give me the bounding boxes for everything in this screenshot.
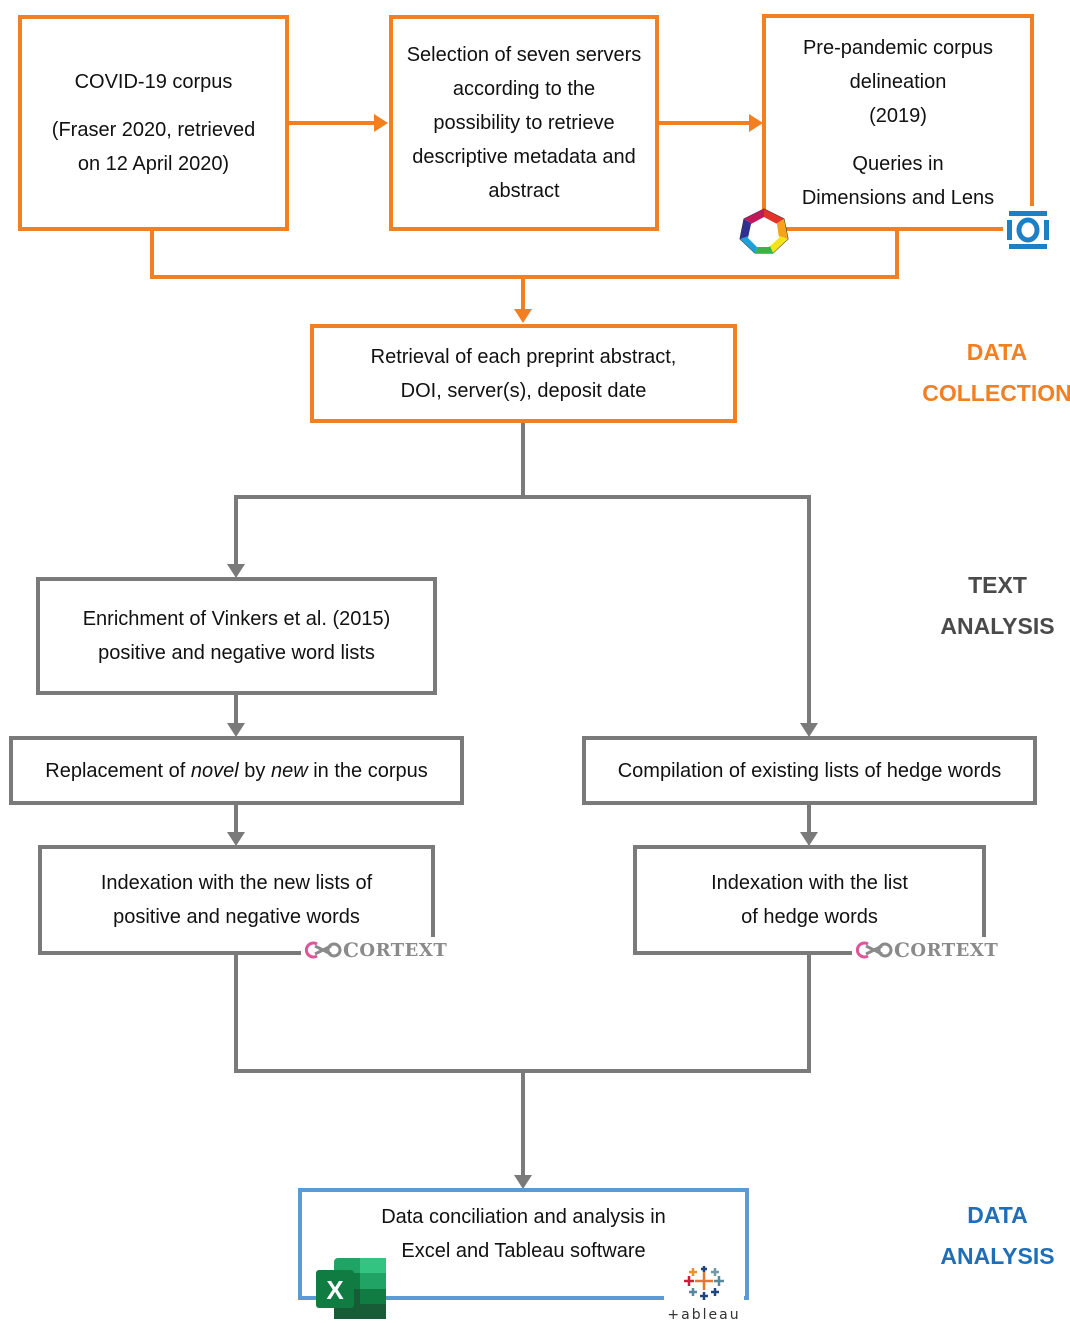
data-analysis-line-1: DATA [967, 1202, 1028, 1228]
data-collection-line-1: DATA [966, 339, 1028, 365]
enrichment-box: Enrichment of Vinkers et al. (2015) posi… [36, 577, 437, 695]
prepandemic-line-1: Pre-pandemic corpus [802, 36, 994, 59]
indexation-hedge-line-2: of hedge words [741, 906, 878, 928]
dimensions-logo-icon [739, 208, 789, 254]
split-line-right [523, 495, 811, 726]
replacement-pre: Replacement of [45, 759, 191, 782]
selection-line-3: possibility to retrieve [433, 112, 615, 134]
cortext-infinity-icon [855, 941, 893, 959]
replacement-box: Replacement of novel by new in the corpu… [9, 736, 464, 805]
cortext-rest: ORTEXT [359, 939, 448, 961]
data-collection-label: DATA COLLECTION [922, 332, 1070, 414]
indexation-hedge-line-1: Indexation with the list [711, 872, 908, 894]
covid-corpus-title: COVID-19 corpus [74, 71, 233, 93]
replacement-novel: novel [190, 759, 239, 782]
cortext-rest: ORTEXT [910, 939, 999, 961]
replacement-post: in the corpus [307, 759, 428, 782]
selection-line-4: descriptive metadata and [412, 146, 636, 168]
retrieval-line-2: DOI, server(s), deposit date [400, 379, 647, 402]
selection-line-5: abstract [488, 180, 560, 202]
excel-logo-icon: X [316, 1258, 386, 1319]
prepandemic-line-4: Queries in [852, 152, 944, 175]
retrieval-line-1: Retrieval of each preprint abstract, [370, 345, 677, 368]
tableau-cross-icon [684, 1266, 724, 1300]
server-selection-box: Selection of seven servers according to … [389, 15, 659, 231]
cortext-infinity-icon [304, 941, 342, 959]
indexation-hedge-box: Indexation with the list of hedge words [633, 845, 986, 955]
tableau-logo-icon: +ableau [664, 1264, 744, 1323]
data-analysis-label: DATA ANALYSIS [925, 1195, 1070, 1277]
covid-corpus-date: on 12 April 2020) [77, 153, 230, 175]
text-analysis-label: TEXT ANALYSIS [925, 565, 1070, 647]
retrieval-box: Retrieval of each preprint abstract, DOI… [310, 324, 737, 423]
data-collection-line-2: COLLECTION [922, 380, 1070, 406]
lens-logo-icon [1003, 206, 1053, 254]
enrichment-line-2: positive and negative word lists [98, 642, 375, 664]
selection-line-2: according to the [452, 78, 596, 100]
prepandemic-corpus-box: Pre-pandemic corpus delineation (2019) Q… [762, 14, 1034, 231]
merge-line-bottom [234, 953, 811, 1073]
tableau-wordmark: +ableau [667, 1307, 741, 1323]
cortext-c: C [343, 938, 360, 962]
indexation-positive-negative-box: Indexation with the new lists of positiv… [38, 845, 435, 955]
split-line [234, 422, 525, 565]
indexation-pn-line-1: Indexation with the new lists of [100, 872, 373, 894]
replacement-mid: by [238, 759, 271, 782]
conciliation-line-2: Excel and Tableau software [401, 1240, 646, 1262]
prepandemic-line-2: delineation [849, 70, 947, 93]
replacement-new: new [270, 759, 308, 782]
prepandemic-line-5: Dimensions and Lens [801, 186, 995, 209]
excel-letter: X [326, 1275, 344, 1305]
text-analysis-line-2: ANALYSIS [940, 613, 1055, 639]
covid-corpus-source: (Fraser 2020, retrieved [51, 119, 256, 141]
text-analysis-line-1: TEXT [968, 572, 1027, 598]
covid-corpus-box: COVID-19 corpus (Fraser 2020, retrieved … [18, 15, 289, 231]
replacement-text: Replacement of novel by new in the corpu… [45, 754, 427, 788]
compilation-line-1: Compilation of existing lists of hedge w… [617, 759, 1002, 782]
selection-line-1: Selection of seven servers [406, 44, 642, 66]
compilation-box: Compilation of existing lists of hedge w… [582, 736, 1037, 805]
conciliation-line-1: Data conciliation and analysis in [381, 1206, 666, 1228]
enrichment-line-1: Enrichment of Vinkers et al. (2015) [82, 608, 391, 630]
cortext-c: C [894, 938, 911, 962]
indexation-pn-line-2: positive and negative words [113, 906, 360, 928]
prepandemic-line-3: (2019) [869, 104, 927, 127]
data-analysis-line-2: ANALYSIS [940, 1243, 1055, 1269]
